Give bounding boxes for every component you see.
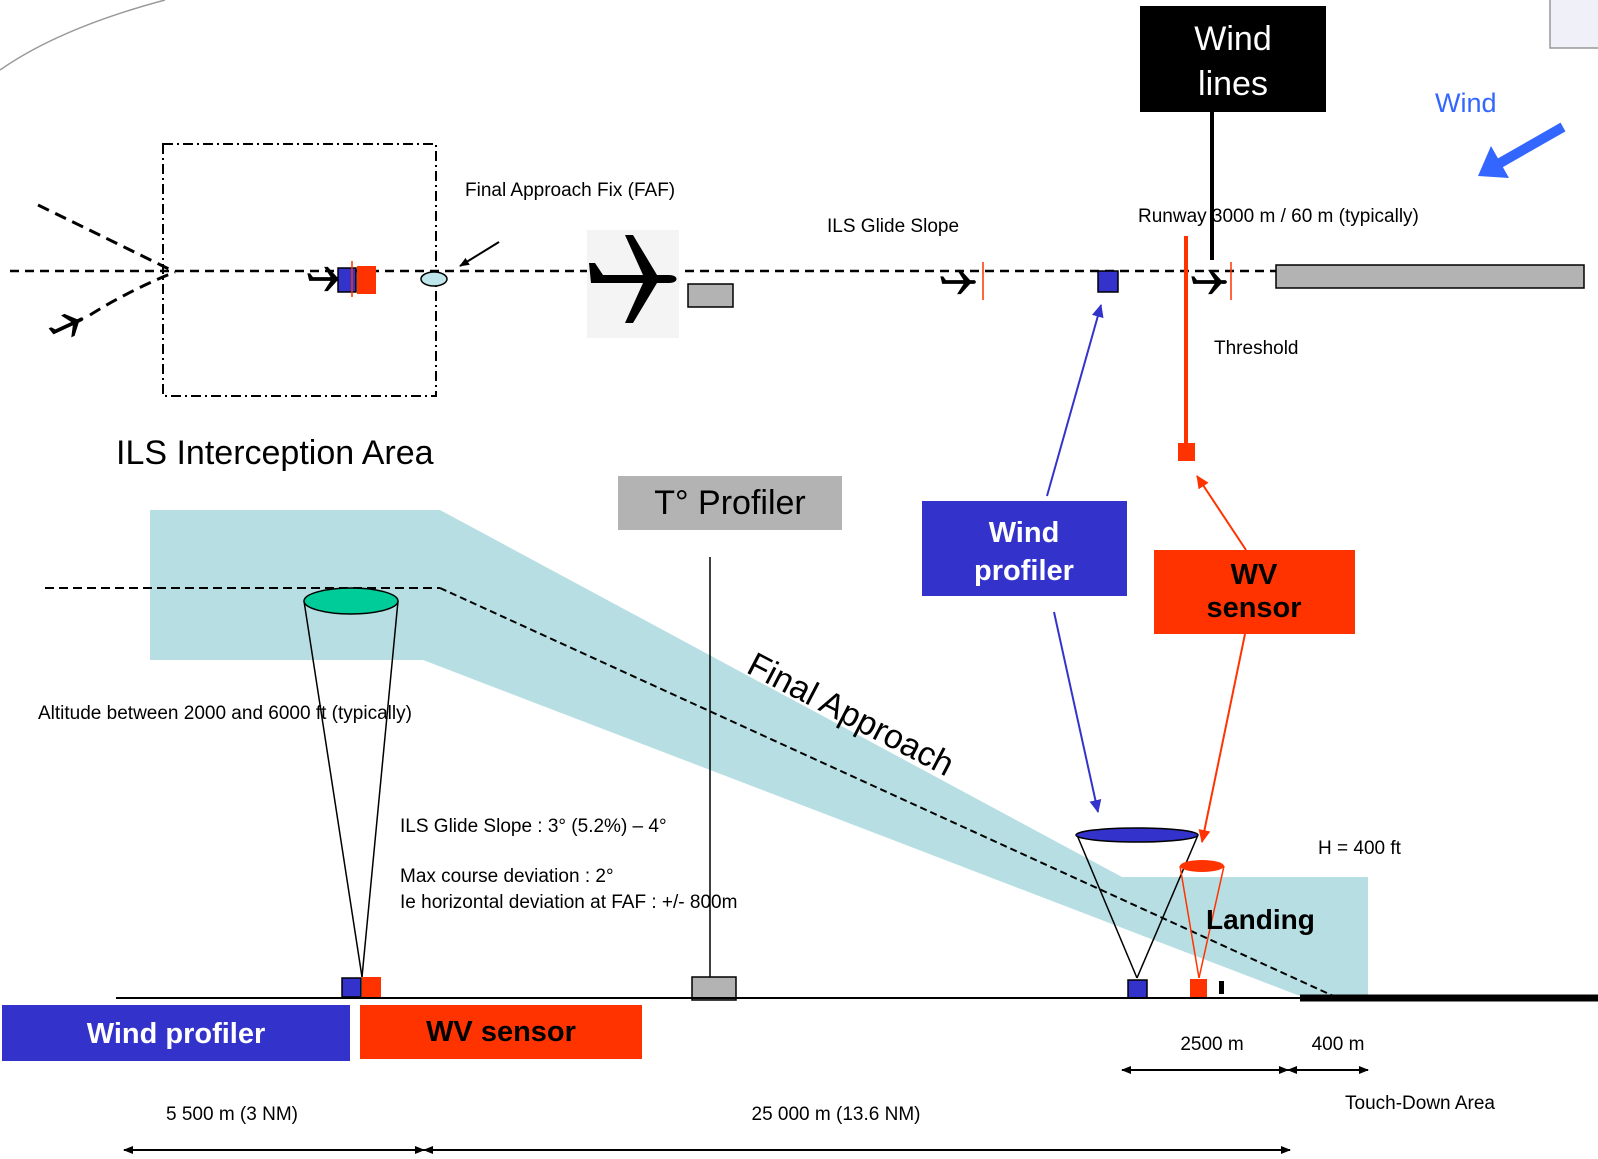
cone-edge bbox=[1076, 834, 1138, 979]
wv-sensor-station bbox=[362, 977, 381, 998]
glide-slope-detail-label: ILS Glide Slope : 3° (5.2%) – 4° bbox=[400, 816, 667, 837]
runway bbox=[1275, 264, 1585, 289]
corner-arc bbox=[0, 0, 166, 71]
ils-interception-area-label: ILS Interception Area bbox=[116, 434, 434, 472]
cone-edge bbox=[303, 600, 363, 978]
wind-lines-label-2: lines bbox=[1198, 65, 1268, 103]
wind-profiler-marker bbox=[1097, 270, 1119, 293]
wind-arrow-icon bbox=[1478, 122, 1566, 178]
wv-sensor-pointer bbox=[1198, 633, 1246, 843]
cone-edge bbox=[1179, 865, 1200, 979]
legend-wind-profiler-label: Wind profiler bbox=[87, 1018, 266, 1050]
wind-profiler-pointer bbox=[1053, 611, 1102, 813]
max-course-deviation-label: Max course deviation : 2° bbox=[400, 866, 614, 887]
wind-profiler-marker bbox=[337, 267, 357, 293]
landing-label: Landing bbox=[1206, 904, 1315, 935]
cone-edge bbox=[1198, 865, 1225, 979]
marker-post bbox=[1219, 981, 1224, 994]
threshold-label: Threshold bbox=[1214, 338, 1299, 359]
wv-sensor-callout-label-2: sensor bbox=[1206, 592, 1301, 624]
dist-400-label: 400 m bbox=[1312, 1034, 1365, 1055]
ils-interception-box bbox=[162, 143, 437, 397]
dist-25000-label: 25 000 m (13.6 NM) bbox=[752, 1104, 921, 1125]
wind-profiler-callout-label-2: profiler bbox=[974, 555, 1074, 587]
wv-sensor-marker bbox=[357, 266, 376, 294]
airplane-icon bbox=[1191, 269, 1227, 295]
faf-marker bbox=[420, 271, 448, 287]
cone-top bbox=[1180, 860, 1224, 872]
wind-lines-label-1: Wind bbox=[1194, 20, 1271, 58]
ils-glide-slope-label: ILS Glide Slope bbox=[827, 216, 959, 237]
wind-profiler-callout-label-1: Wind bbox=[989, 517, 1060, 549]
cone-top bbox=[303, 587, 399, 615]
legend-wind-profiler bbox=[2, 1005, 350, 1061]
wv-sensor-marker bbox=[1178, 443, 1195, 461]
gray-box bbox=[687, 283, 734, 308]
touch-down-label: Touch-Down Area bbox=[1345, 1093, 1495, 1114]
merge-path-upper bbox=[37, 203, 176, 274]
approach-corridor bbox=[150, 510, 1368, 996]
merge-path-lower bbox=[89, 270, 176, 317]
cone-edge bbox=[361, 600, 399, 978]
horizontal-deviation-label: Ie horizontal deviation at FAF : +/- 800… bbox=[400, 892, 737, 913]
runway-label: Runway 3000 m / 60 m (typically) bbox=[1138, 206, 1419, 227]
t-profiler-box bbox=[618, 476, 842, 530]
wind-profiler-station bbox=[1127, 979, 1148, 999]
wind-profiler-callout bbox=[922, 501, 1127, 596]
t-profiler-label: T° Profiler bbox=[654, 484, 806, 522]
wv-sensor-callout bbox=[1154, 550, 1355, 634]
faf-pointer-arrow bbox=[459, 241, 500, 267]
airplane-icon bbox=[45, 307, 89, 345]
faf-label: Final Approach Fix (FAF) bbox=[465, 180, 675, 201]
t-profiler-station bbox=[691, 976, 737, 1001]
dist-5500-label: 5 500 m (3 NM) bbox=[166, 1104, 298, 1125]
airplane-icon bbox=[589, 235, 677, 323]
wv-sensor-station bbox=[1190, 979, 1207, 999]
wind-lines-box bbox=[1140, 6, 1326, 112]
corner-box bbox=[1549, 0, 1598, 49]
wind-profiler-station bbox=[341, 977, 362, 998]
legend-wv-sensor bbox=[360, 1005, 642, 1059]
airplane-icon bbox=[940, 269, 976, 295]
legend-wv-sensor-label: WV sensor bbox=[426, 1016, 576, 1048]
dist-2500-label: 2500 m bbox=[1180, 1034, 1243, 1055]
cone-edge bbox=[1136, 834, 1199, 979]
wind-label: Wind bbox=[1435, 88, 1497, 118]
height-label: H = 400 ft bbox=[1318, 838, 1402, 859]
wind-profiler-pointer bbox=[1046, 304, 1104, 497]
cone-top bbox=[1075, 827, 1199, 843]
wv-sensor-callout-label-1: WV bbox=[1231, 559, 1278, 591]
wv-sensor-pointer bbox=[1196, 475, 1247, 551]
altitude-label: Altitude between 2000 and 6000 ft (typic… bbox=[38, 703, 412, 724]
